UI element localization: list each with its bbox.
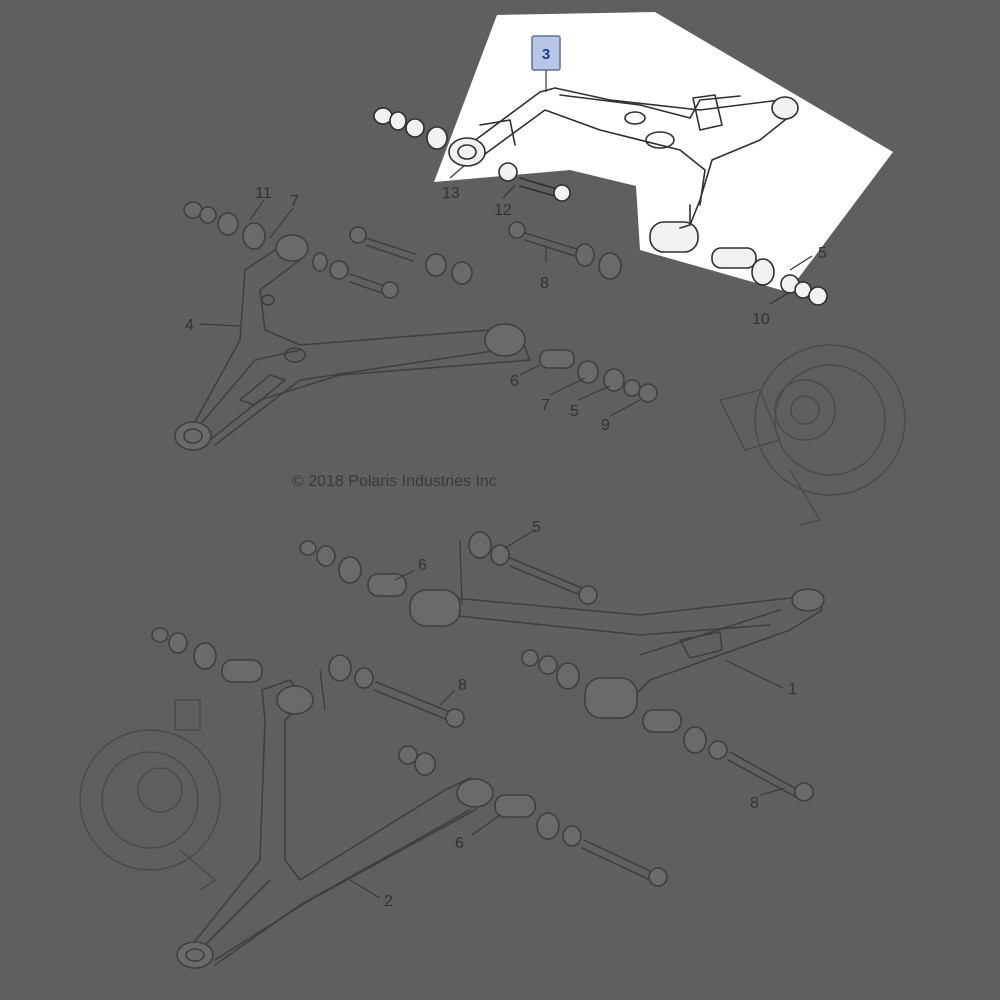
left-hub-disc <box>79 699 221 891</box>
callout-13: 13 <box>442 185 460 202</box>
callout-10: 10 <box>752 311 770 328</box>
callout-7-upper: 7 <box>290 193 299 210</box>
callout-12: 12 <box>494 202 512 219</box>
callout-11: 11 <box>255 185 272 202</box>
upper-a-arm-4[interactable] <box>174 234 531 451</box>
callout-5-upper-right: 5 <box>818 245 827 262</box>
callout-6-lower-right: 6 <box>418 557 427 574</box>
leader-lines <box>199 164 813 899</box>
callout-8-lower-right: 8 <box>750 795 759 812</box>
callout-5-lower: 5 <box>532 519 541 536</box>
copyright-text: © 2018 Polaris Industries Inc <box>292 473 497 490</box>
callout-2: 2 <box>384 893 393 910</box>
callout-6-lower-left: 6 <box>455 835 464 852</box>
highlight-panel <box>434 12 893 292</box>
upper-a-arm-3[interactable] <box>448 87 799 253</box>
callout-8-upper: 8 <box>540 275 549 292</box>
callout-7-mid: 7 <box>541 397 550 414</box>
right-hub-disc <box>719 344 906 526</box>
lower-a-arm-2[interactable] <box>176 679 494 969</box>
callout-5-mid: 5 <box>570 403 579 420</box>
lower-right-hardware <box>299 531 814 802</box>
callout-6-upper: 6 <box>510 373 519 390</box>
lower-a-arm-1[interactable] <box>409 588 825 719</box>
callout-4: 4 <box>185 317 194 334</box>
upper-left-hardware <box>183 201 658 403</box>
callout-1: 1 <box>788 681 797 698</box>
callout-3: 3 <box>542 46 550 63</box>
lower-left-hardware <box>151 627 668 887</box>
panel-hardware <box>373 107 828 306</box>
callout-8-lower-mid: 8 <box>458 677 467 694</box>
callout-labels: 13 12 8 5 10 11 7 4 6 7 5 9 5 6 8 1 8 6 … <box>185 185 827 910</box>
callout-9: 9 <box>601 417 610 434</box>
